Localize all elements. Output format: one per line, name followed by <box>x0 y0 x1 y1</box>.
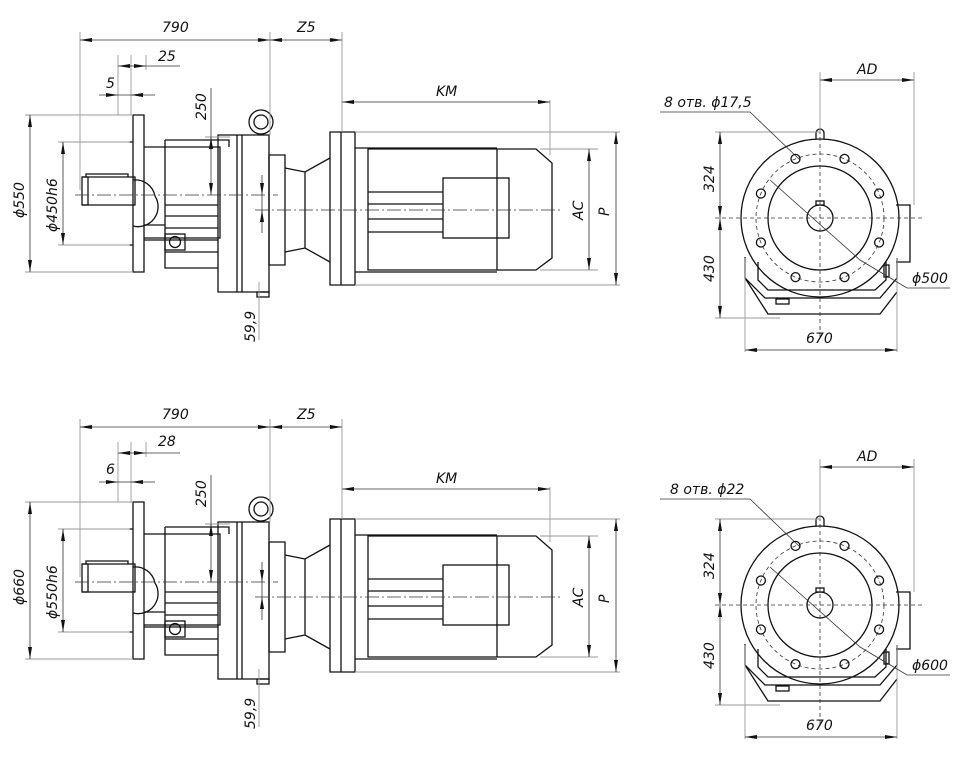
bolt-hole <box>839 271 850 283</box>
bolt-hole <box>839 153 850 165</box>
bolt-hole <box>873 237 885 248</box>
bolt-hole <box>755 237 767 248</box>
dim-lower-height: 430 <box>702 642 718 669</box>
bolt-holes-bottom <box>755 540 885 670</box>
dim-ad: AD <box>856 62 878 78</box>
dim-total-length: 790 <box>162 407 189 423</box>
dim-motor-length: KM <box>436 471 457 487</box>
bolt-hole <box>790 540 801 552</box>
holes-label: 8 отв. ϕ22 <box>670 482 744 498</box>
dim-width: 670 <box>806 718 833 734</box>
dim-pcd: ϕ500 <box>912 271 948 287</box>
bolt-holes-top <box>755 153 885 283</box>
bolt-hole <box>873 575 885 586</box>
dim-flange-diameter: ϕ660 <box>12 569 28 605</box>
dim-gap: Z5 <box>296 20 316 36</box>
dim-offset: 59,9 <box>243 698 259 729</box>
dim-width: 670 <box>806 331 833 347</box>
bolt-hole <box>755 575 767 586</box>
dim-lower-height: 430 <box>702 255 718 282</box>
dim-height-250: 250 <box>194 93 210 120</box>
bolt-hole <box>790 271 801 283</box>
bolt-hole <box>873 188 885 199</box>
bolt-hole <box>839 658 850 670</box>
dim-motor-p: P <box>597 207 613 216</box>
dim-total-length: 790 <box>162 20 189 36</box>
dim-pcd: ϕ600 <box>912 658 948 674</box>
bolt-hole <box>790 658 801 670</box>
dim-gap: Z5 <box>296 407 316 423</box>
front-view-top <box>659 71 951 353</box>
dim-upper-height: 324 <box>702 165 718 192</box>
dim-flange-thickness: 28 <box>158 434 176 450</box>
dim-motor-ac: AC <box>571 200 587 221</box>
dim-ad: AD <box>856 449 878 465</box>
bolt-hole <box>755 624 767 635</box>
dim-spigot: 6 <box>106 462 115 478</box>
dim-motor-length: KM <box>436 84 457 100</box>
dim-flange-thickness: 25 <box>158 49 176 65</box>
dim-motor-p: P <box>597 594 613 603</box>
bolt-hole <box>873 624 885 635</box>
dim-offset: 59,9 <box>243 311 259 342</box>
bolt-hole <box>839 540 850 552</box>
dim-height-250: 250 <box>194 480 210 507</box>
dim-spigot-diameter: ϕ450h6 <box>45 178 61 232</box>
front-view-bottom <box>659 458 951 740</box>
dim-spigot: 5 <box>106 76 115 92</box>
holes-label: 8 отв. ϕ17,5 <box>664 95 752 111</box>
dim-spigot-diameter: ϕ550h6 <box>45 565 61 619</box>
bolt-hole <box>790 153 801 165</box>
dim-flange-diameter: ϕ550 <box>12 182 28 218</box>
bolt-hole <box>755 188 767 199</box>
dim-upper-height: 324 <box>702 552 718 579</box>
dim-motor-ac: AC <box>571 587 587 608</box>
